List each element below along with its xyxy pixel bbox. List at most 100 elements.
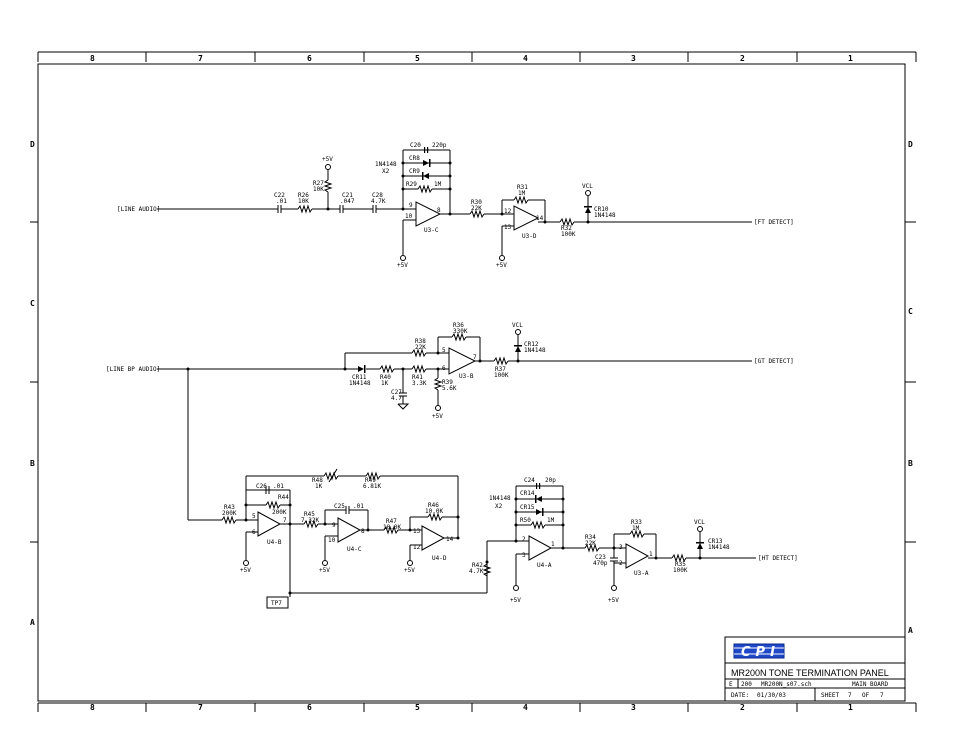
ft-line-audio-label: [LINE AUDIO] bbox=[117, 206, 160, 213]
u3b-pin5: 5 bbox=[442, 347, 446, 354]
col-label-top-2: 2 bbox=[740, 54, 745, 63]
u3a-pin1: 1 bbox=[649, 551, 653, 558]
r27-value: 10K bbox=[313, 186, 324, 193]
c28-ref: C28 bbox=[372, 192, 383, 199]
x2-label-ft: X2 bbox=[382, 168, 390, 175]
row-label-right-b: B bbox=[908, 459, 913, 468]
u3d-pin13: 13 bbox=[504, 224, 512, 231]
r47-ref: R47 bbox=[386, 518, 397, 525]
r40-ref: R40 bbox=[380, 374, 391, 381]
drawing-frame: 8 7 6 5 4 3 2 1 8 7 6 5 4 3 2 1 D C B A … bbox=[30, 51, 917, 712]
cr12-type: 1N4148 bbox=[524, 347, 546, 354]
col-label-top-5: 5 bbox=[415, 54, 420, 63]
gt-detect-circuit: [LINE BP AUDIO] R38 22K R36 330K 5 7 6 U… bbox=[106, 322, 794, 520]
u3b-pin6: 6 bbox=[442, 365, 446, 372]
cr13-ref: CR13 bbox=[708, 538, 723, 545]
c21-value: .047 bbox=[340, 198, 355, 205]
row-label-left-c: C bbox=[30, 299, 35, 308]
sheet-label: SHEET bbox=[821, 692, 839, 699]
r36-ref: R36 bbox=[453, 322, 464, 329]
c23-ref: C23 bbox=[595, 554, 606, 561]
ft-detect-label: [FT DETECT] bbox=[754, 219, 794, 226]
r36-value: 330K bbox=[453, 328, 468, 335]
col-label-bottom-8: 8 bbox=[90, 703, 95, 712]
r45-ref: R45 bbox=[304, 511, 315, 518]
r44-ref: R44 bbox=[278, 494, 289, 501]
vcl-label-ft: VCL bbox=[582, 183, 593, 190]
r41-value: 3.3K bbox=[412, 380, 427, 387]
r34-value: 22K bbox=[585, 540, 596, 547]
r32-ref: R32 bbox=[561, 225, 572, 232]
cr11-ref: CR11 bbox=[352, 374, 367, 381]
pos5-label-r39: +5V bbox=[432, 413, 443, 420]
col-label-bottom-2: 2 bbox=[740, 703, 745, 712]
doc-number: 200 bbox=[741, 681, 752, 688]
c28-value: 4.7K bbox=[371, 198, 386, 205]
pos5-label-u4c: +5V bbox=[319, 567, 330, 574]
u4b-pin7: 7 bbox=[283, 517, 287, 524]
u4b-pin5: 5 bbox=[252, 513, 256, 520]
cr13-type: 1N4148 bbox=[708, 544, 730, 551]
r50-value: 1M bbox=[547, 517, 555, 524]
date-value: 01/30/03 bbox=[757, 692, 786, 699]
board-name: MAIN BOARD bbox=[852, 681, 889, 688]
cr8-ref: CR8 bbox=[409, 155, 420, 162]
cr10-type: 1N4148 bbox=[594, 212, 616, 219]
r50-ref: R50 bbox=[520, 517, 531, 524]
u4a-pin3: 3 bbox=[522, 552, 526, 559]
col-label-bottom-4: 4 bbox=[523, 703, 528, 712]
r49-ref: R49 bbox=[365, 477, 376, 484]
gt-line-bp-audio-label: [LINE BP AUDIO] bbox=[106, 366, 160, 373]
r31-ref: R31 bbox=[517, 184, 528, 191]
c25-value: .01 bbox=[353, 503, 364, 510]
pos5-label-u4b: +5V bbox=[240, 567, 251, 574]
u4a-ref: U4-A bbox=[537, 562, 552, 569]
r37-ref: R37 bbox=[495, 366, 506, 373]
u3a-pin2: 2 bbox=[619, 560, 623, 567]
row-label-right-d: D bbox=[908, 140, 913, 149]
r35-value: 100K bbox=[673, 567, 688, 574]
u4b-ref: U4-B bbox=[267, 539, 282, 546]
r29-value: 1M bbox=[434, 181, 442, 188]
u4d-ref: U4-D bbox=[432, 555, 447, 562]
c27-ref: C27 bbox=[391, 389, 402, 396]
u3a-ref: U3-A bbox=[634, 570, 649, 577]
col-label-top-3: 3 bbox=[631, 54, 636, 63]
r33-value: 1M bbox=[632, 525, 640, 532]
sheet-total: 7 bbox=[880, 692, 884, 699]
row-label-right-a: A bbox=[908, 626, 913, 635]
u4c-pin10: 10 bbox=[328, 537, 336, 544]
pos5-label-u4d: +5V bbox=[404, 567, 415, 574]
r26-ref: R26 bbox=[298, 192, 309, 199]
gt-detect-label: [GT DETECT] bbox=[754, 358, 794, 365]
c20-value: 220p bbox=[432, 142, 447, 149]
u4c-ref: U4-C bbox=[347, 546, 362, 553]
r30-value: 22K bbox=[471, 205, 482, 212]
sheet-of-label: OF bbox=[862, 692, 870, 699]
r38-ref: R38 bbox=[415, 338, 426, 345]
pos5-label-u3d: +5V bbox=[496, 262, 507, 269]
col-label-bottom-1: 1 bbox=[848, 703, 853, 712]
title-block: CPI MR200N TONE TERMINATION PANEL E 200 … bbox=[724, 636, 906, 702]
u4d-pin14: 14 bbox=[446, 536, 454, 543]
size-letter: E bbox=[729, 681, 733, 688]
r27-ref: R27 bbox=[313, 180, 324, 187]
c20-ref: C20 bbox=[410, 142, 421, 149]
row-label-left-d: D bbox=[30, 140, 35, 149]
tp7-label: TP7 bbox=[271, 600, 282, 607]
pos5-label-u3c: +5V bbox=[397, 262, 408, 269]
r39-value: 5.6K bbox=[442, 385, 457, 392]
col-label-bottom-3: 3 bbox=[631, 703, 636, 712]
c22-value: .01 bbox=[276, 198, 287, 205]
u3d-ref: U3-D bbox=[522, 233, 537, 240]
pos5-label-r27: +5V bbox=[322, 156, 333, 163]
ft-detect-circuit: [LINE AUDIO] C22 .01 R26 10K R27 10K +5V… bbox=[117, 142, 794, 269]
r41-ref: R41 bbox=[412, 374, 423, 381]
cr10-ref: CR10 bbox=[594, 206, 609, 213]
c27-value: 4.7 bbox=[391, 395, 402, 402]
u4c-pin8: 8 bbox=[361, 528, 365, 535]
u4d-pin13: 13 bbox=[413, 528, 421, 535]
col-label-bottom-6: 6 bbox=[307, 703, 312, 712]
pos5-label-c23: +5V bbox=[608, 597, 619, 604]
